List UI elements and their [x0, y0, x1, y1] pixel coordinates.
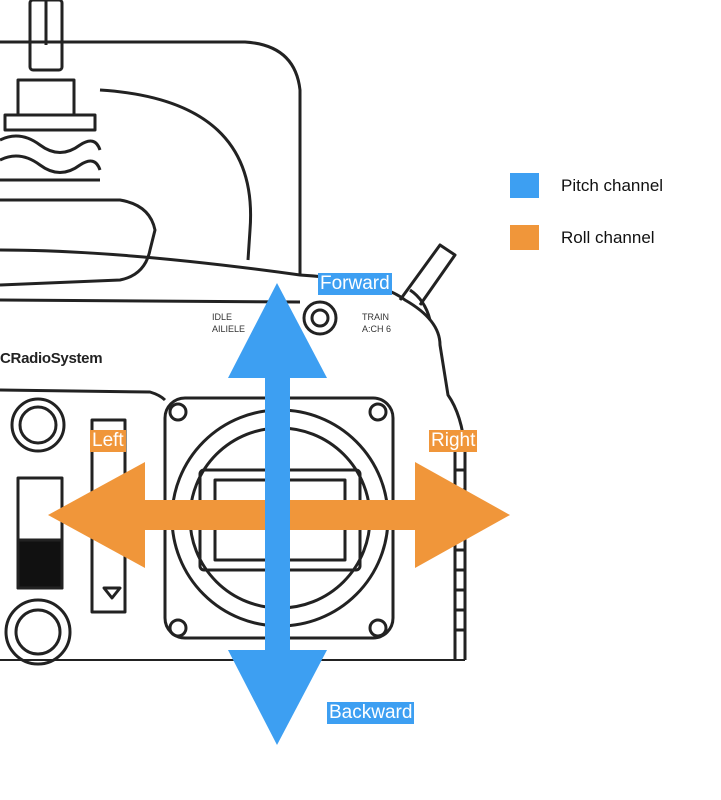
transmitter-body	[0, 248, 467, 661]
toggle-switch	[302, 243, 457, 336]
legend-item-roll: Roll channel	[510, 225, 655, 250]
left-label: Left	[90, 430, 126, 452]
pitch-swatch	[510, 173, 539, 198]
backward-label: Backward	[327, 702, 415, 724]
idle-label: IDLE	[212, 312, 233, 322]
side-connectors	[4, 397, 127, 666]
channel-label: A:CH 6	[362, 324, 392, 334]
brand-text: CRadioSystem	[0, 350, 103, 367]
carry-handle	[0, 40, 302, 287]
legend-item-pitch: Pitch channel	[510, 173, 663, 198]
train-label: TRAIN	[362, 312, 389, 322]
antenna	[0, 0, 102, 182]
forward-label: Forward	[318, 273, 392, 295]
pitch-arrow	[228, 283, 327, 745]
aileron-label: AILIELE	[212, 324, 246, 334]
pitch-legend-label: Pitch channel	[561, 175, 664, 195]
roll-swatch	[510, 225, 539, 250]
trim-ladder	[453, 450, 467, 660]
roll-legend-label: Roll channel	[561, 227, 655, 247]
right-label: Right	[429, 430, 478, 452]
